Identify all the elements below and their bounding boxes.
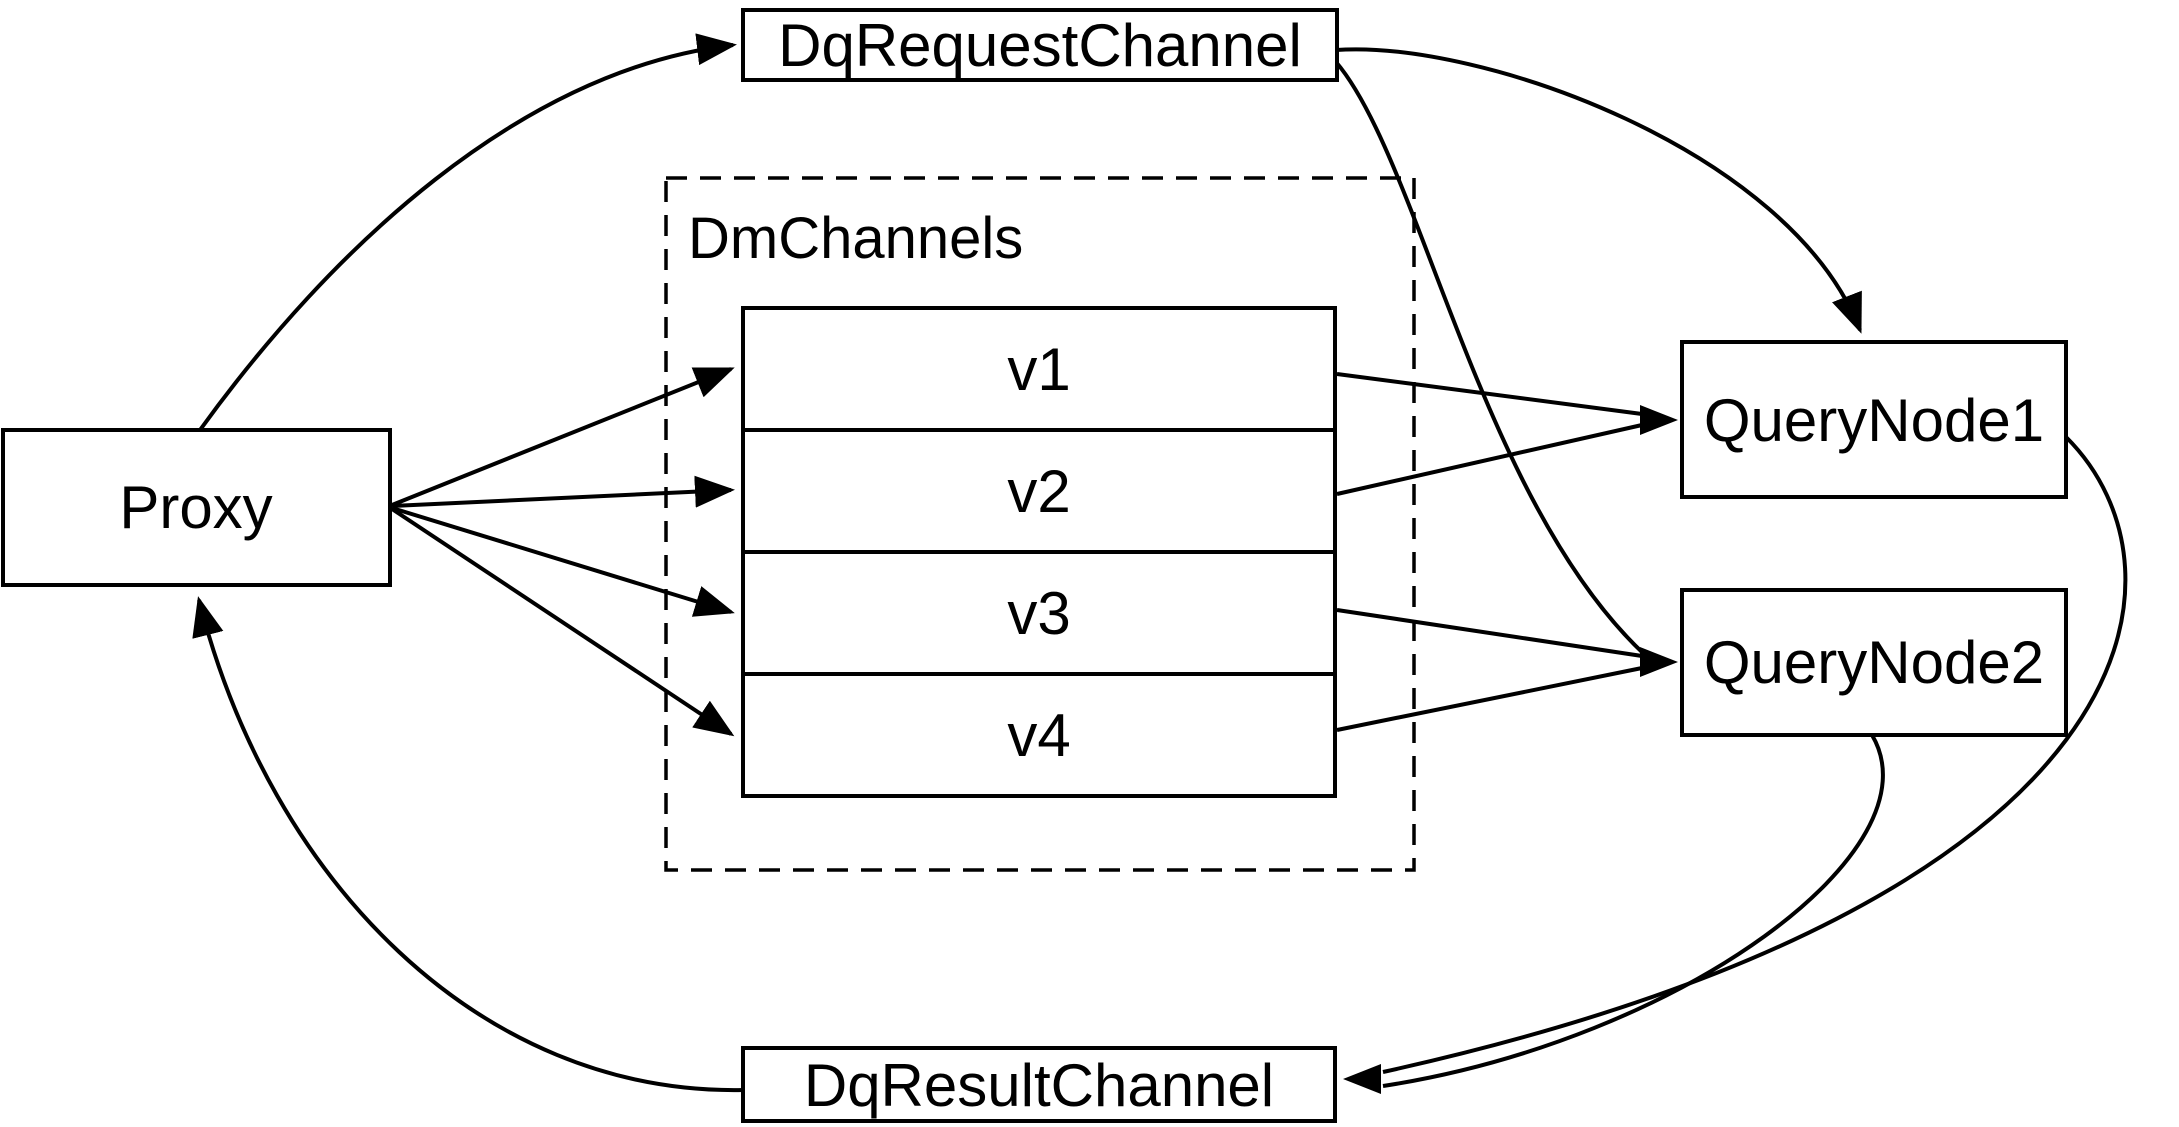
proxy-label: Proxy xyxy=(119,474,272,541)
dm-channels-group-label: DmChannels xyxy=(688,206,1023,271)
channel-row-v1-label: v1 xyxy=(1007,336,1070,403)
dm-channels-group-box xyxy=(664,176,1416,872)
dq-result-channel-box xyxy=(741,1046,1337,1123)
dq-result-channel-label: DqResultChannel xyxy=(804,1052,1274,1119)
proxy-box xyxy=(1,428,392,587)
channel-row-v2-label: v2 xyxy=(1007,458,1070,525)
arrowhead-querynode2-in xyxy=(1640,647,1678,677)
edge-proxy-to-v1 xyxy=(391,367,735,507)
query-node-1-label: QueryNode1 xyxy=(1704,387,2044,454)
edge-querynode1-to-dqresultchannel xyxy=(1382,435,2128,1074)
dq-request-channel-box xyxy=(741,8,1339,82)
query-node-2-box xyxy=(1680,588,2068,737)
edge-v3-to-querynode2 xyxy=(1336,608,1643,658)
channel-row-v4-label: v4 xyxy=(1007,702,1070,769)
query-node-1-box xyxy=(1680,340,2068,499)
edge-proxy-to-v3 xyxy=(391,506,735,617)
edge-v4-to-querynode2 xyxy=(1336,666,1643,732)
edge-dqrequestchannel-to-querynode2 xyxy=(1334,60,1646,656)
channel-row-v3-label: v3 xyxy=(1007,580,1070,647)
arrowhead-querynode1-in xyxy=(1640,405,1678,435)
edge-proxy-to-v2 xyxy=(391,475,735,508)
edge-dqresultchannel-to-proxy xyxy=(192,596,744,1093)
edge-proxy-to-dqrequestchannel xyxy=(198,33,737,432)
edge-dqrequestchannel-to-querynode1 xyxy=(1335,47,1862,334)
edge-v1-to-querynode1 xyxy=(1336,372,1643,416)
edge-v2-to-querynode1 xyxy=(1336,423,1643,496)
edge-proxy-to-v4 xyxy=(390,507,735,737)
edge-querynode2-to-dqresultchannel xyxy=(1382,733,1885,1088)
dq-request-channel-label: DqRequestChannel xyxy=(778,12,1302,79)
arrowhead-dqresultchannel-in xyxy=(1343,1064,1381,1094)
query-node-2-label: QueryNode2 xyxy=(1704,629,2044,696)
